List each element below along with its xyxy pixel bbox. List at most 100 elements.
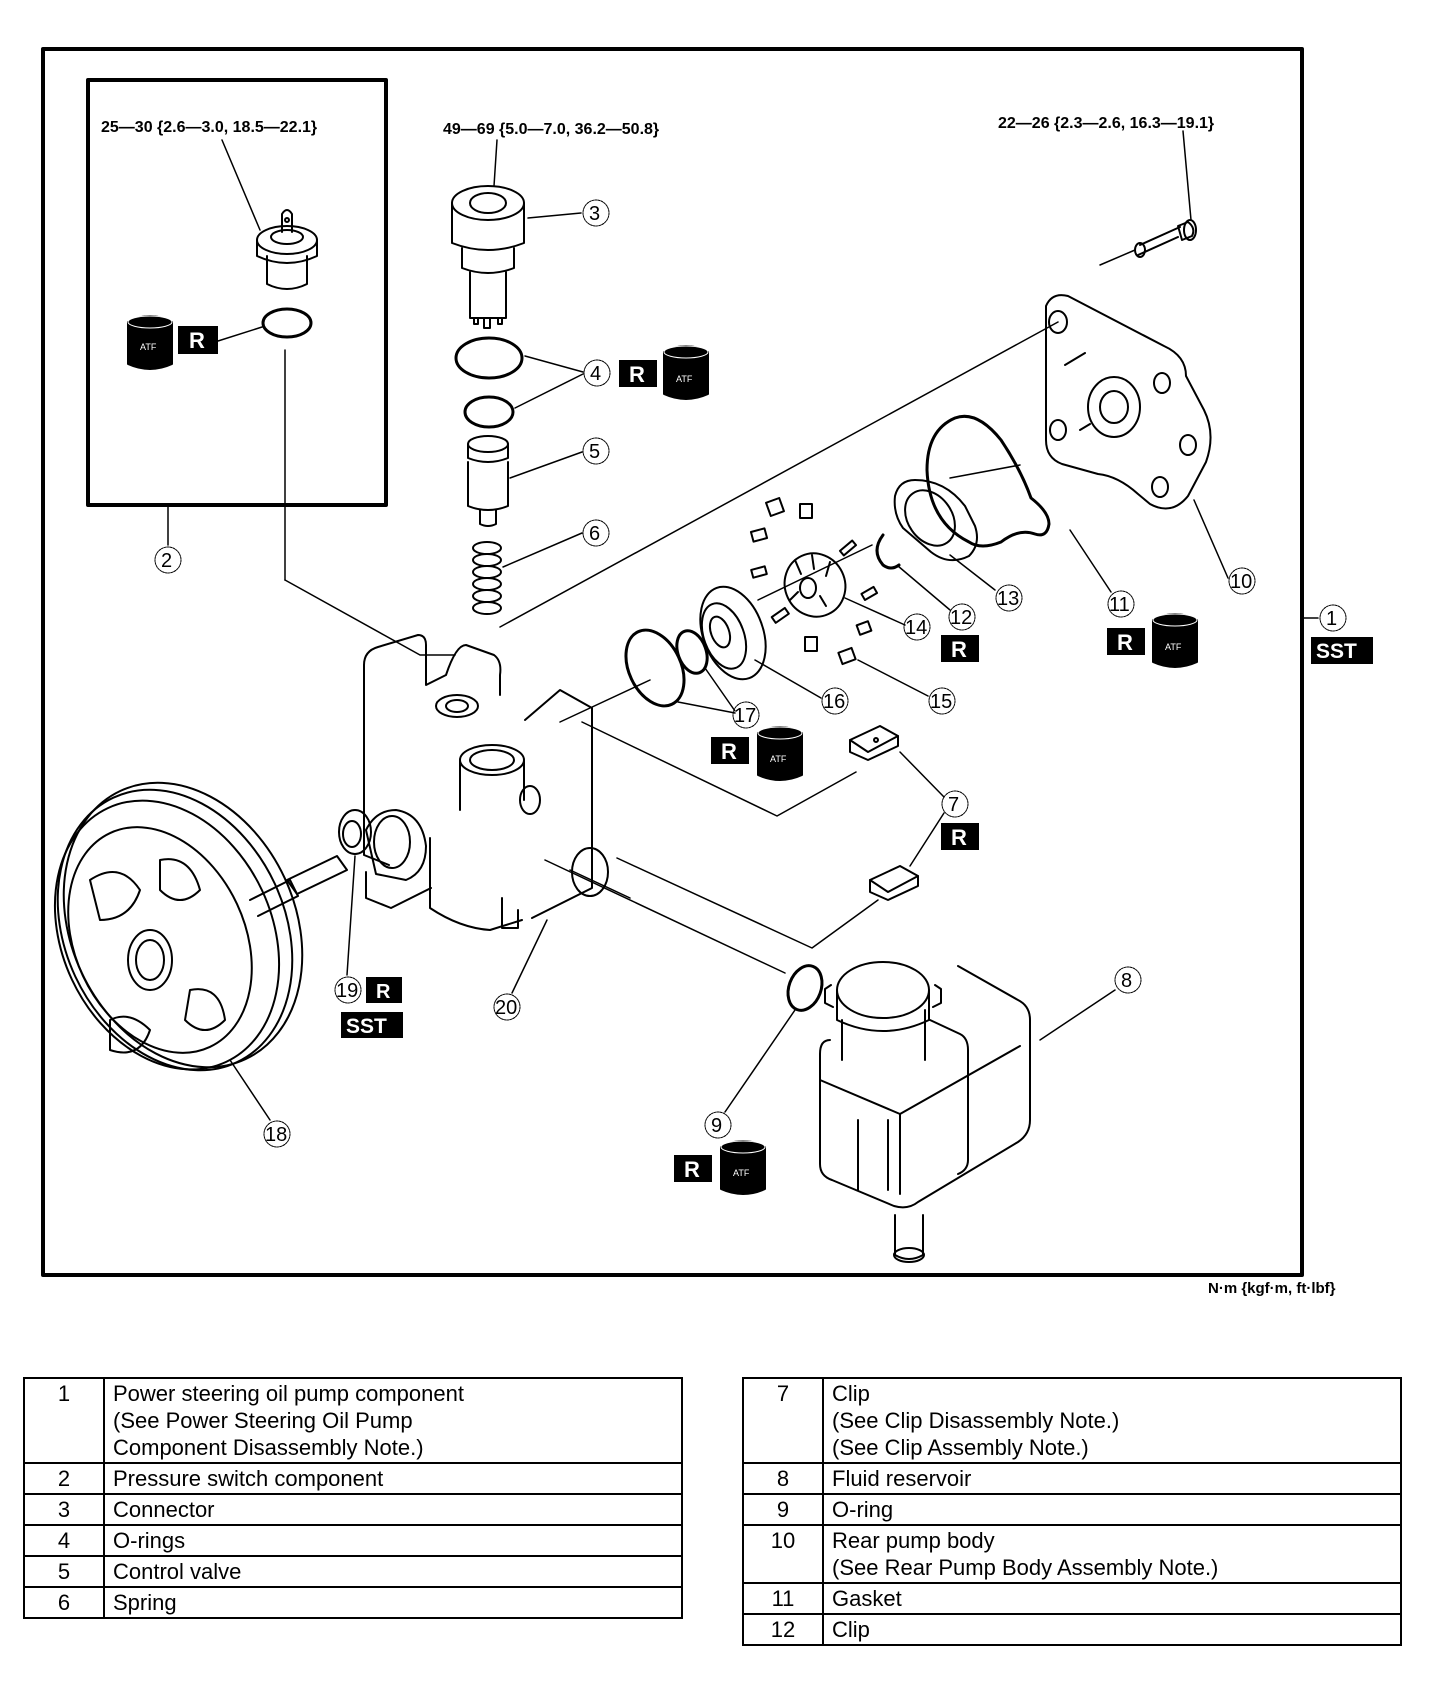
svg-text:ATF: ATF (733, 1168, 750, 1178)
part-number: 5 (23, 1555, 105, 1588)
svg-text:ATF: ATF (140, 342, 157, 352)
pressure-switch-inset-box (86, 78, 388, 507)
part-number: 2 (23, 1462, 105, 1495)
part-number: 6 (23, 1586, 105, 1619)
sst-badge: SST (1311, 637, 1373, 664)
callout-14: 14 (905, 617, 927, 639)
atf-icon: ATF (757, 726, 803, 781)
part-description: Control valve (103, 1555, 683, 1588)
cam-ring-part (893, 479, 978, 562)
svg-text:R: R (189, 328, 205, 353)
torque-units-note: N·m {kgf·m, ft·lbf} (1208, 1280, 1336, 1297)
pulley-part (53, 781, 304, 1072)
svg-text:R: R (721, 739, 737, 764)
part-description: Rear pump body (See Rear Pump Body Assem… (822, 1524, 1402, 1584)
callout-10: 10 (1230, 571, 1252, 593)
callout-20: 20 (495, 997, 517, 1019)
sst-badge: SST (341, 1012, 403, 1038)
callout-6: 6 (589, 523, 600, 545)
atf-icon: ATF (1152, 613, 1198, 668)
connector-part (451, 185, 525, 329)
o-ring-small (463, 395, 515, 429)
part-description: Connector (103, 1493, 683, 1526)
part-number: 9 (742, 1493, 824, 1526)
svg-text:R: R (951, 637, 967, 662)
pin-part (837, 646, 857, 666)
svg-text:R: R (629, 362, 645, 387)
clip-7-lower (869, 865, 919, 901)
part-number: 8 (742, 1462, 824, 1495)
part-number: 3 (23, 1493, 105, 1526)
spring-part (472, 541, 502, 615)
o-ring-large (454, 336, 524, 380)
torque-connector: 49—69 {5.0—7.0, 36.2—50.8} (443, 121, 659, 138)
pressure-switch-o-ring (261, 307, 313, 339)
o-ring-9-part (786, 964, 824, 1012)
callout-1: 1 (1326, 608, 1337, 630)
rear-pump-body-part (1045, 294, 1212, 510)
atf-icon: ATF (127, 315, 173, 370)
drive-shaft (249, 855, 348, 917)
callout-2: 2 (161, 550, 172, 572)
gasket-part (925, 414, 1051, 548)
part-description: Power steering oil pump component (See P… (103, 1377, 683, 1464)
replace-badge: R (1107, 628, 1145, 655)
callout-18: 18 (265, 1124, 287, 1146)
part-number: 1 (23, 1377, 105, 1464)
svg-text:ATF: ATF (676, 374, 693, 384)
callout-16: 16 (823, 691, 845, 713)
part-number: 7 (742, 1377, 824, 1464)
oil-seal-part (338, 809, 372, 855)
svg-text:R: R (951, 825, 967, 850)
callout-13: 13 (997, 588, 1019, 610)
pressure-switch-part (221, 139, 318, 290)
pump-body-part (363, 634, 609, 931)
replace-badge: R (941, 823, 979, 850)
part-number: 10 (742, 1524, 824, 1584)
vanes-part (749, 497, 879, 652)
part-description: Gasket (822, 1582, 1402, 1615)
svg-text:SST: SST (1316, 640, 1357, 663)
clip-12-part (875, 533, 901, 570)
part-description: O-rings (103, 1524, 683, 1557)
svg-text:ATF: ATF (1165, 642, 1182, 652)
torque-rear-bolt: 22—26 {2.3—2.6, 16.3—19.1} (998, 115, 1214, 132)
callout-7: 7 (948, 794, 959, 816)
clip-7-upper (849, 725, 899, 761)
exploded-view-diagram: 25—30 {2.6—3.0, 18.5—22.1} 49—69 {5.0—7.… (41, 47, 1373, 1277)
part-description: O-ring (822, 1493, 1402, 1526)
atf-icon: ATF (720, 1140, 766, 1195)
svg-text:R: R (376, 981, 391, 1003)
callout-3: 3 (589, 203, 600, 225)
fluid-reservoir-part (819, 961, 1031, 1263)
part-number: 4 (23, 1524, 105, 1557)
callout-9: 9 (711, 1115, 722, 1137)
part-description: Spring (103, 1586, 683, 1619)
rotor-part (783, 552, 847, 618)
replace-badge: R (941, 635, 979, 662)
part-number: 12 (742, 1613, 824, 1646)
diagram-frame (41, 47, 1304, 1277)
torque-pressure-switch: 25—30 {2.6—3.0, 18.5—22.1} (101, 119, 317, 136)
replace-badge: R (366, 977, 402, 1003)
callout-8: 8 (1121, 970, 1132, 992)
replace-badge: R (178, 326, 218, 354)
callout-12: 12 (950, 607, 972, 629)
part-description: Clip (822, 1613, 1402, 1646)
control-valve-part (467, 435, 509, 527)
front-boss (365, 809, 432, 909)
o-ring-17-small (675, 629, 709, 675)
part-description: Clip (See Clip Disassembly Note.) (See C… (822, 1377, 1402, 1464)
